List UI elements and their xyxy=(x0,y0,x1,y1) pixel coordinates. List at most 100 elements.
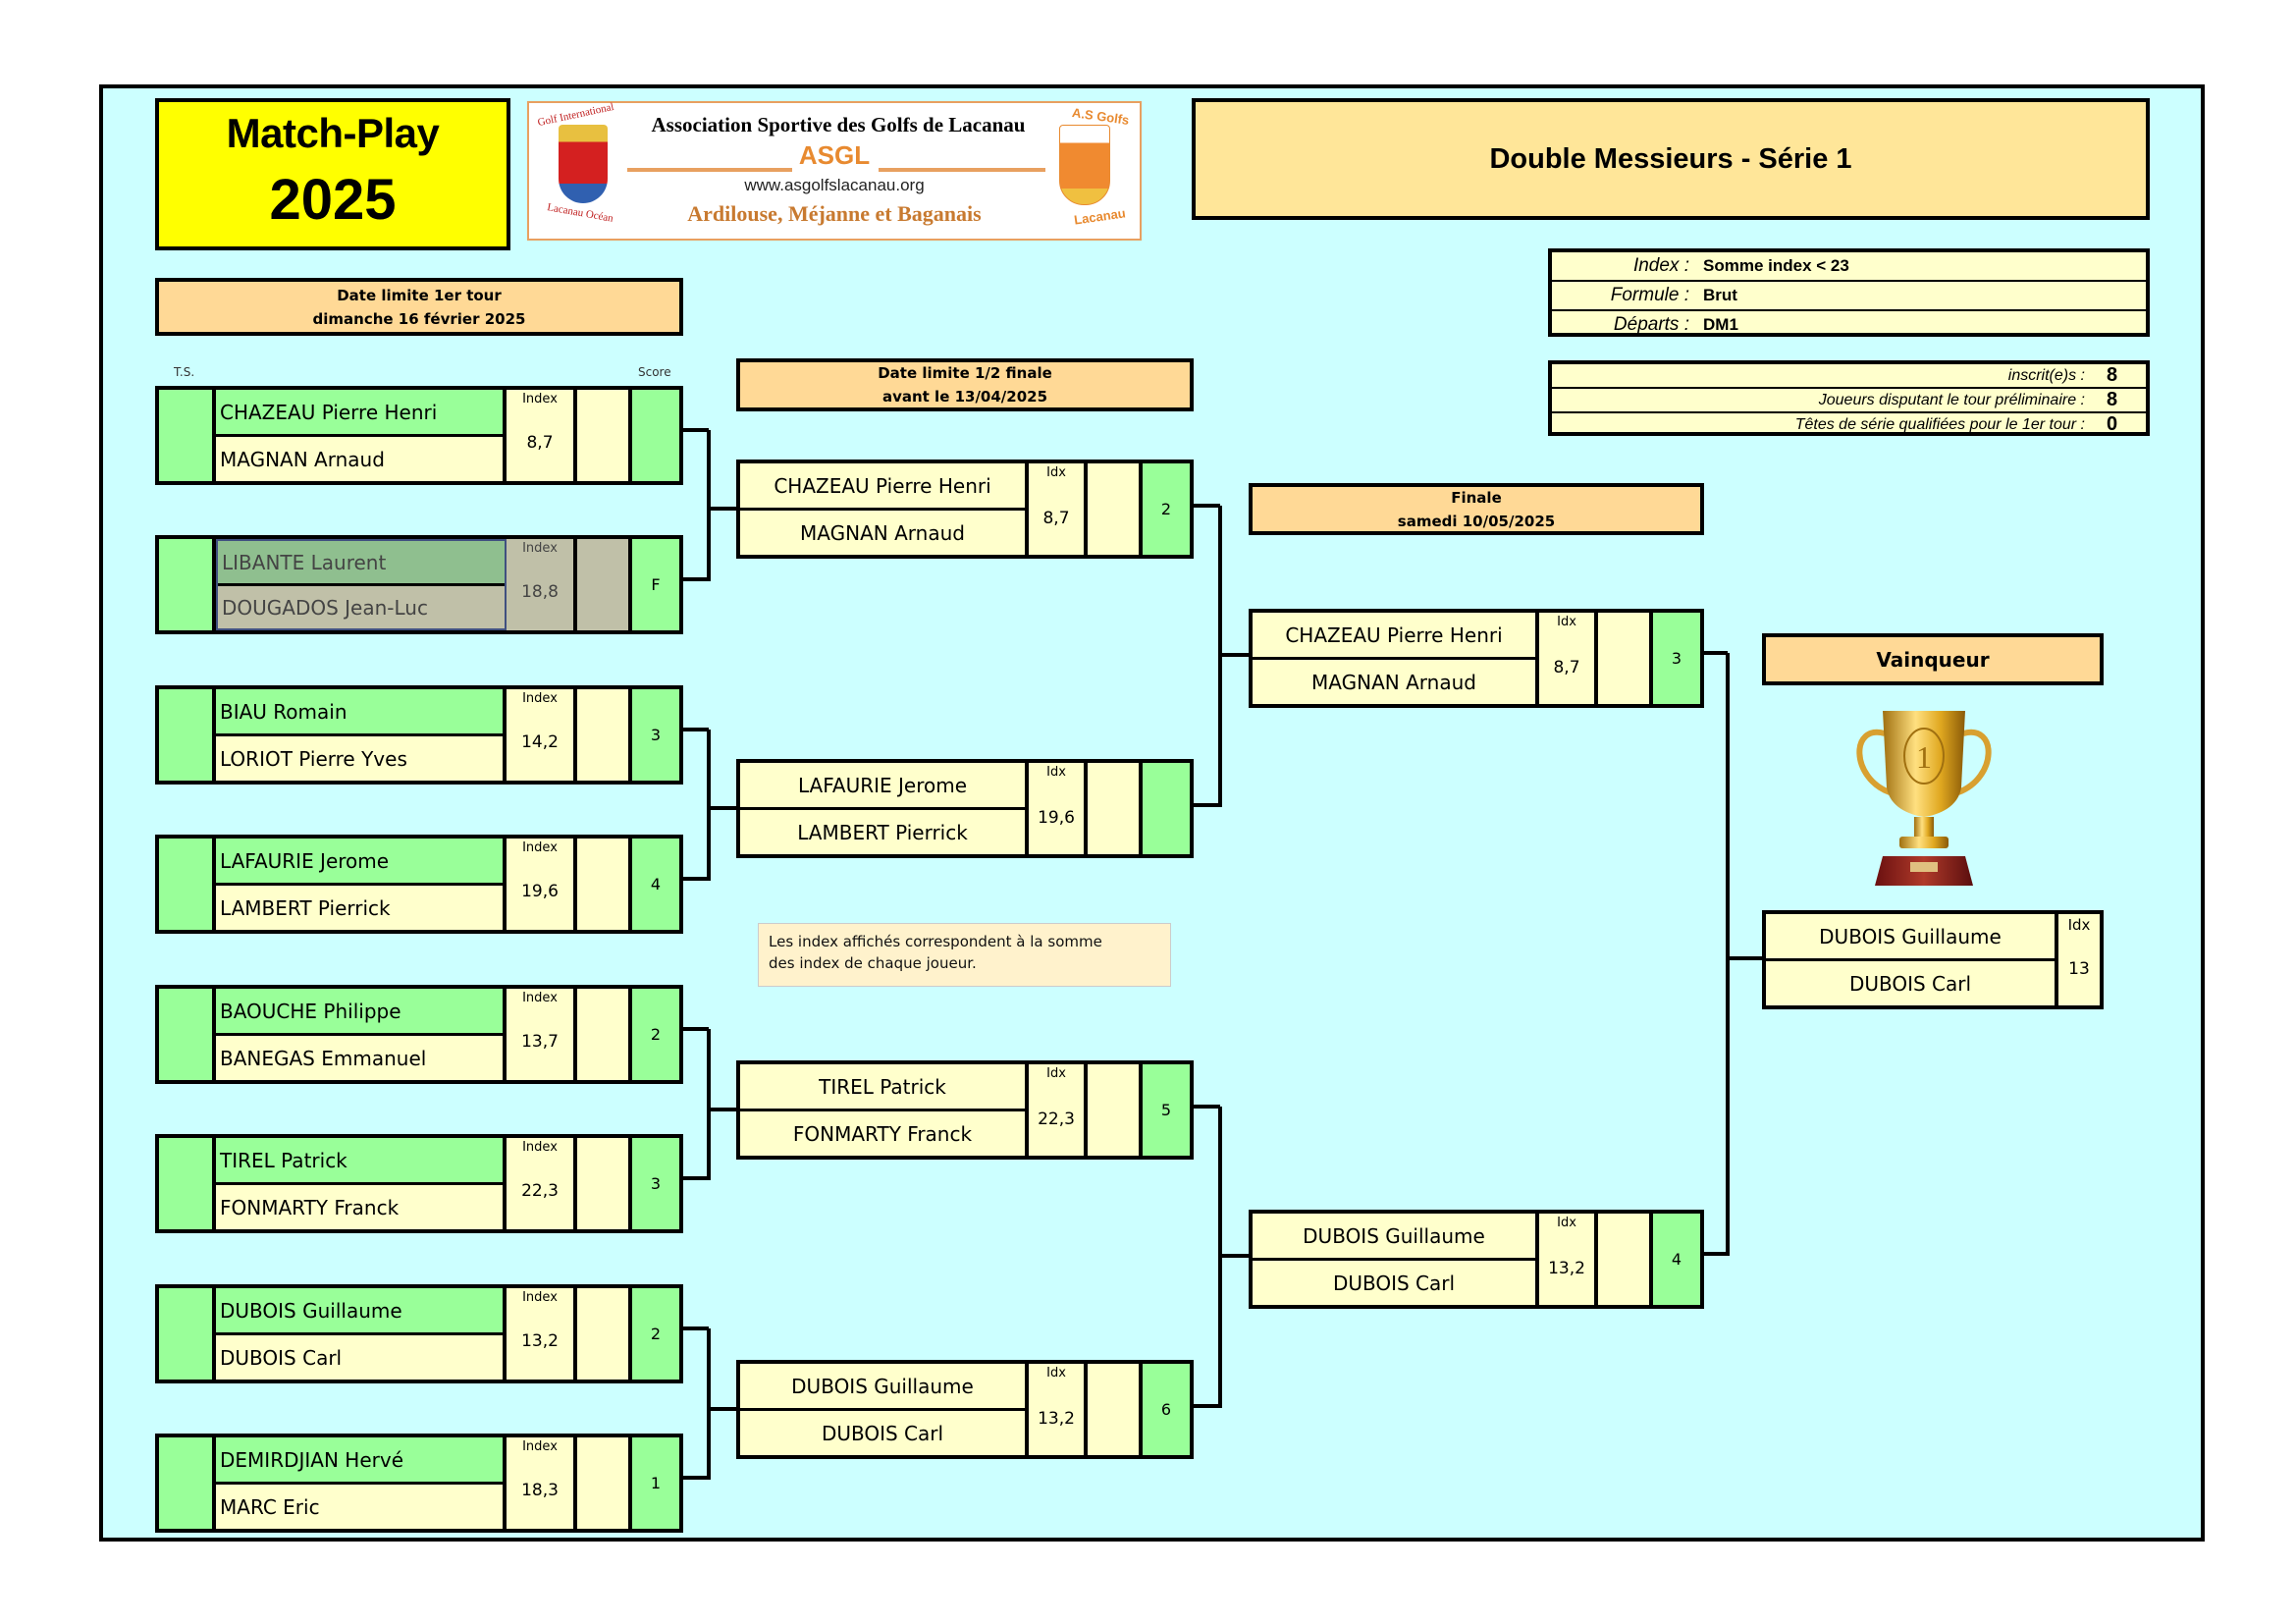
score-cell[interactable]: 2 xyxy=(1143,463,1190,555)
blank-cell[interactable] xyxy=(577,539,632,630)
blank-cell[interactable] xyxy=(1598,613,1653,704)
blank-cell[interactable] xyxy=(577,839,632,930)
seed-cell[interactable] xyxy=(159,839,216,930)
info-label: Formule : xyxy=(1610,285,1689,305)
event-title-box: Match-Play 2025 xyxy=(155,98,510,250)
index-label: Index xyxy=(522,541,558,556)
index-label: Index xyxy=(522,1439,558,1454)
player-2-name[interactable]: DUBOIS Carl xyxy=(1253,1261,1535,1305)
association-logo-banner: Golf International Lacanau Océan A.S Gol… xyxy=(527,101,1142,241)
blank-cell[interactable] xyxy=(1598,1214,1653,1305)
player-1-name[interactable]: DUBOIS Guillaume xyxy=(216,1288,503,1335)
player-1-name[interactable]: LIBANTE Laurent xyxy=(218,541,505,586)
count-row-seeds: Têtes de série qualifiées pour le 1er to… xyxy=(1552,413,2146,436)
index-label: Index xyxy=(522,840,558,855)
index-value: 8,7 xyxy=(526,433,554,453)
player-1-name[interactable]: CHAZEAU Pierre Henri xyxy=(216,390,503,437)
blank-cell[interactable] xyxy=(1088,1364,1143,1455)
bracket-connector xyxy=(681,1176,709,1180)
bracket-connector xyxy=(1220,1254,1251,1258)
score-cell[interactable]: F xyxy=(632,539,679,630)
score-cell[interactable]: 2 xyxy=(632,1288,679,1380)
winner-team: DUBOIS Guillaume DUBOIS Carl Idx 13 xyxy=(1762,910,2104,1009)
score-cell[interactable]: 6 xyxy=(1143,1364,1190,1455)
player-2-name[interactable]: LAMBERT Pierrick xyxy=(216,886,503,930)
blank-cell[interactable] xyxy=(577,689,632,781)
seed-cell[interactable] xyxy=(159,539,216,630)
player-1-name[interactable]: DUBOIS Guillaume xyxy=(1253,1214,1535,1261)
seed-cell[interactable] xyxy=(159,689,216,781)
player-1-name[interactable]: LAFAURIE Jerome xyxy=(740,763,1025,810)
bracket-connector xyxy=(681,1027,709,1031)
player-1-name[interactable]: TIREL Patrick xyxy=(740,1064,1025,1111)
player-1-name[interactable]: CHAZEAU Pierre Henri xyxy=(1253,613,1535,660)
score-cell[interactable]: 3 xyxy=(1653,613,1700,704)
blank-cell[interactable] xyxy=(577,989,632,1080)
bracket-connector xyxy=(707,430,711,581)
score-cell[interactable]: 3 xyxy=(632,689,679,781)
index-value: 8,7 xyxy=(1553,658,1580,677)
player-1-name[interactable]: BAOUCHE Philippe xyxy=(216,989,503,1036)
player-1-name[interactable]: LAFAURIE Jerome xyxy=(216,839,503,886)
info-value: DM1 xyxy=(1703,315,1738,334)
winner-player-1: DUBOIS Guillaume xyxy=(1766,914,2055,961)
blank-cell[interactable] xyxy=(577,1288,632,1380)
player-2-name[interactable]: FONMARTY Franck xyxy=(216,1185,503,1229)
player-1-name[interactable]: TIREL Patrick xyxy=(216,1138,503,1185)
bracket-connector xyxy=(709,1108,738,1111)
player-2-name[interactable]: MAGNAN Arnaud xyxy=(740,511,1025,555)
seed-cell[interactable] xyxy=(159,1138,216,1229)
player-1-name[interactable]: CHAZEAU Pierre Henri xyxy=(740,463,1025,511)
score-cell[interactable] xyxy=(1143,763,1190,854)
player-2-name[interactable]: DUBOIS Carl xyxy=(740,1411,1025,1455)
seed-cell[interactable] xyxy=(159,1437,216,1529)
seed-cell[interactable] xyxy=(159,1288,216,1380)
player-1-name[interactable]: BIAU Romain xyxy=(216,689,503,736)
player-2-name[interactable]: DOUGADOS Jean-Luc xyxy=(218,586,505,628)
blank-cell[interactable] xyxy=(577,1138,632,1229)
bracket-connector xyxy=(707,1029,711,1180)
player-2-name[interactable]: MARC Eric xyxy=(216,1485,503,1529)
player-1-name[interactable]: DEMIRDJIAN Hervé xyxy=(216,1437,503,1485)
score-cell[interactable]: 4 xyxy=(632,839,679,930)
info-label: Départs : xyxy=(1613,314,1689,335)
blank-cell[interactable] xyxy=(1088,463,1143,555)
association-website: www.asgolfslacanau.org xyxy=(744,176,925,194)
score-cell[interactable] xyxy=(632,390,679,481)
seed-cell[interactable] xyxy=(159,989,216,1080)
competition-info-table: Index :Somme index < 23 Formule :Brut Dé… xyxy=(1548,248,2150,337)
bracket-connector xyxy=(709,507,738,511)
player-2-name[interactable]: DUBOIS Carl xyxy=(216,1335,503,1380)
blank-cell[interactable] xyxy=(577,1437,632,1529)
player-1-name[interactable]: DUBOIS Guillaume xyxy=(740,1364,1025,1411)
player-2-name[interactable]: MAGNAN Arnaud xyxy=(216,437,503,481)
score-cell[interactable]: 1 xyxy=(632,1437,679,1529)
player-2-name[interactable]: LORIOT Pierre Yves xyxy=(216,736,503,781)
seed-cell[interactable] xyxy=(159,390,216,481)
round1-deadline-date: dimanche 16 février 2025 xyxy=(312,309,526,328)
blank-cell[interactable] xyxy=(1088,1064,1143,1156)
player-2-name[interactable]: LAMBERT Pierrick xyxy=(740,810,1025,854)
blank-cell[interactable] xyxy=(577,390,632,481)
score-cell[interactable]: 5 xyxy=(1143,1064,1190,1156)
blank-cell[interactable] xyxy=(1088,763,1143,854)
index-label: Index xyxy=(522,691,558,706)
player-2-name[interactable]: FONMARTY Franck xyxy=(740,1111,1025,1156)
final-title: Finale xyxy=(1451,488,1502,507)
score-cell[interactable]: 3 xyxy=(632,1138,679,1229)
score-cell[interactable]: 2 xyxy=(632,989,679,1080)
player-2-name[interactable]: BANEGAS Emmanuel xyxy=(216,1036,503,1080)
svg-text:1: 1 xyxy=(1916,739,1932,775)
score-cell[interactable]: 4 xyxy=(1653,1214,1700,1305)
player-2-name[interactable]: MAGNAN Arnaud xyxy=(1253,660,1535,704)
